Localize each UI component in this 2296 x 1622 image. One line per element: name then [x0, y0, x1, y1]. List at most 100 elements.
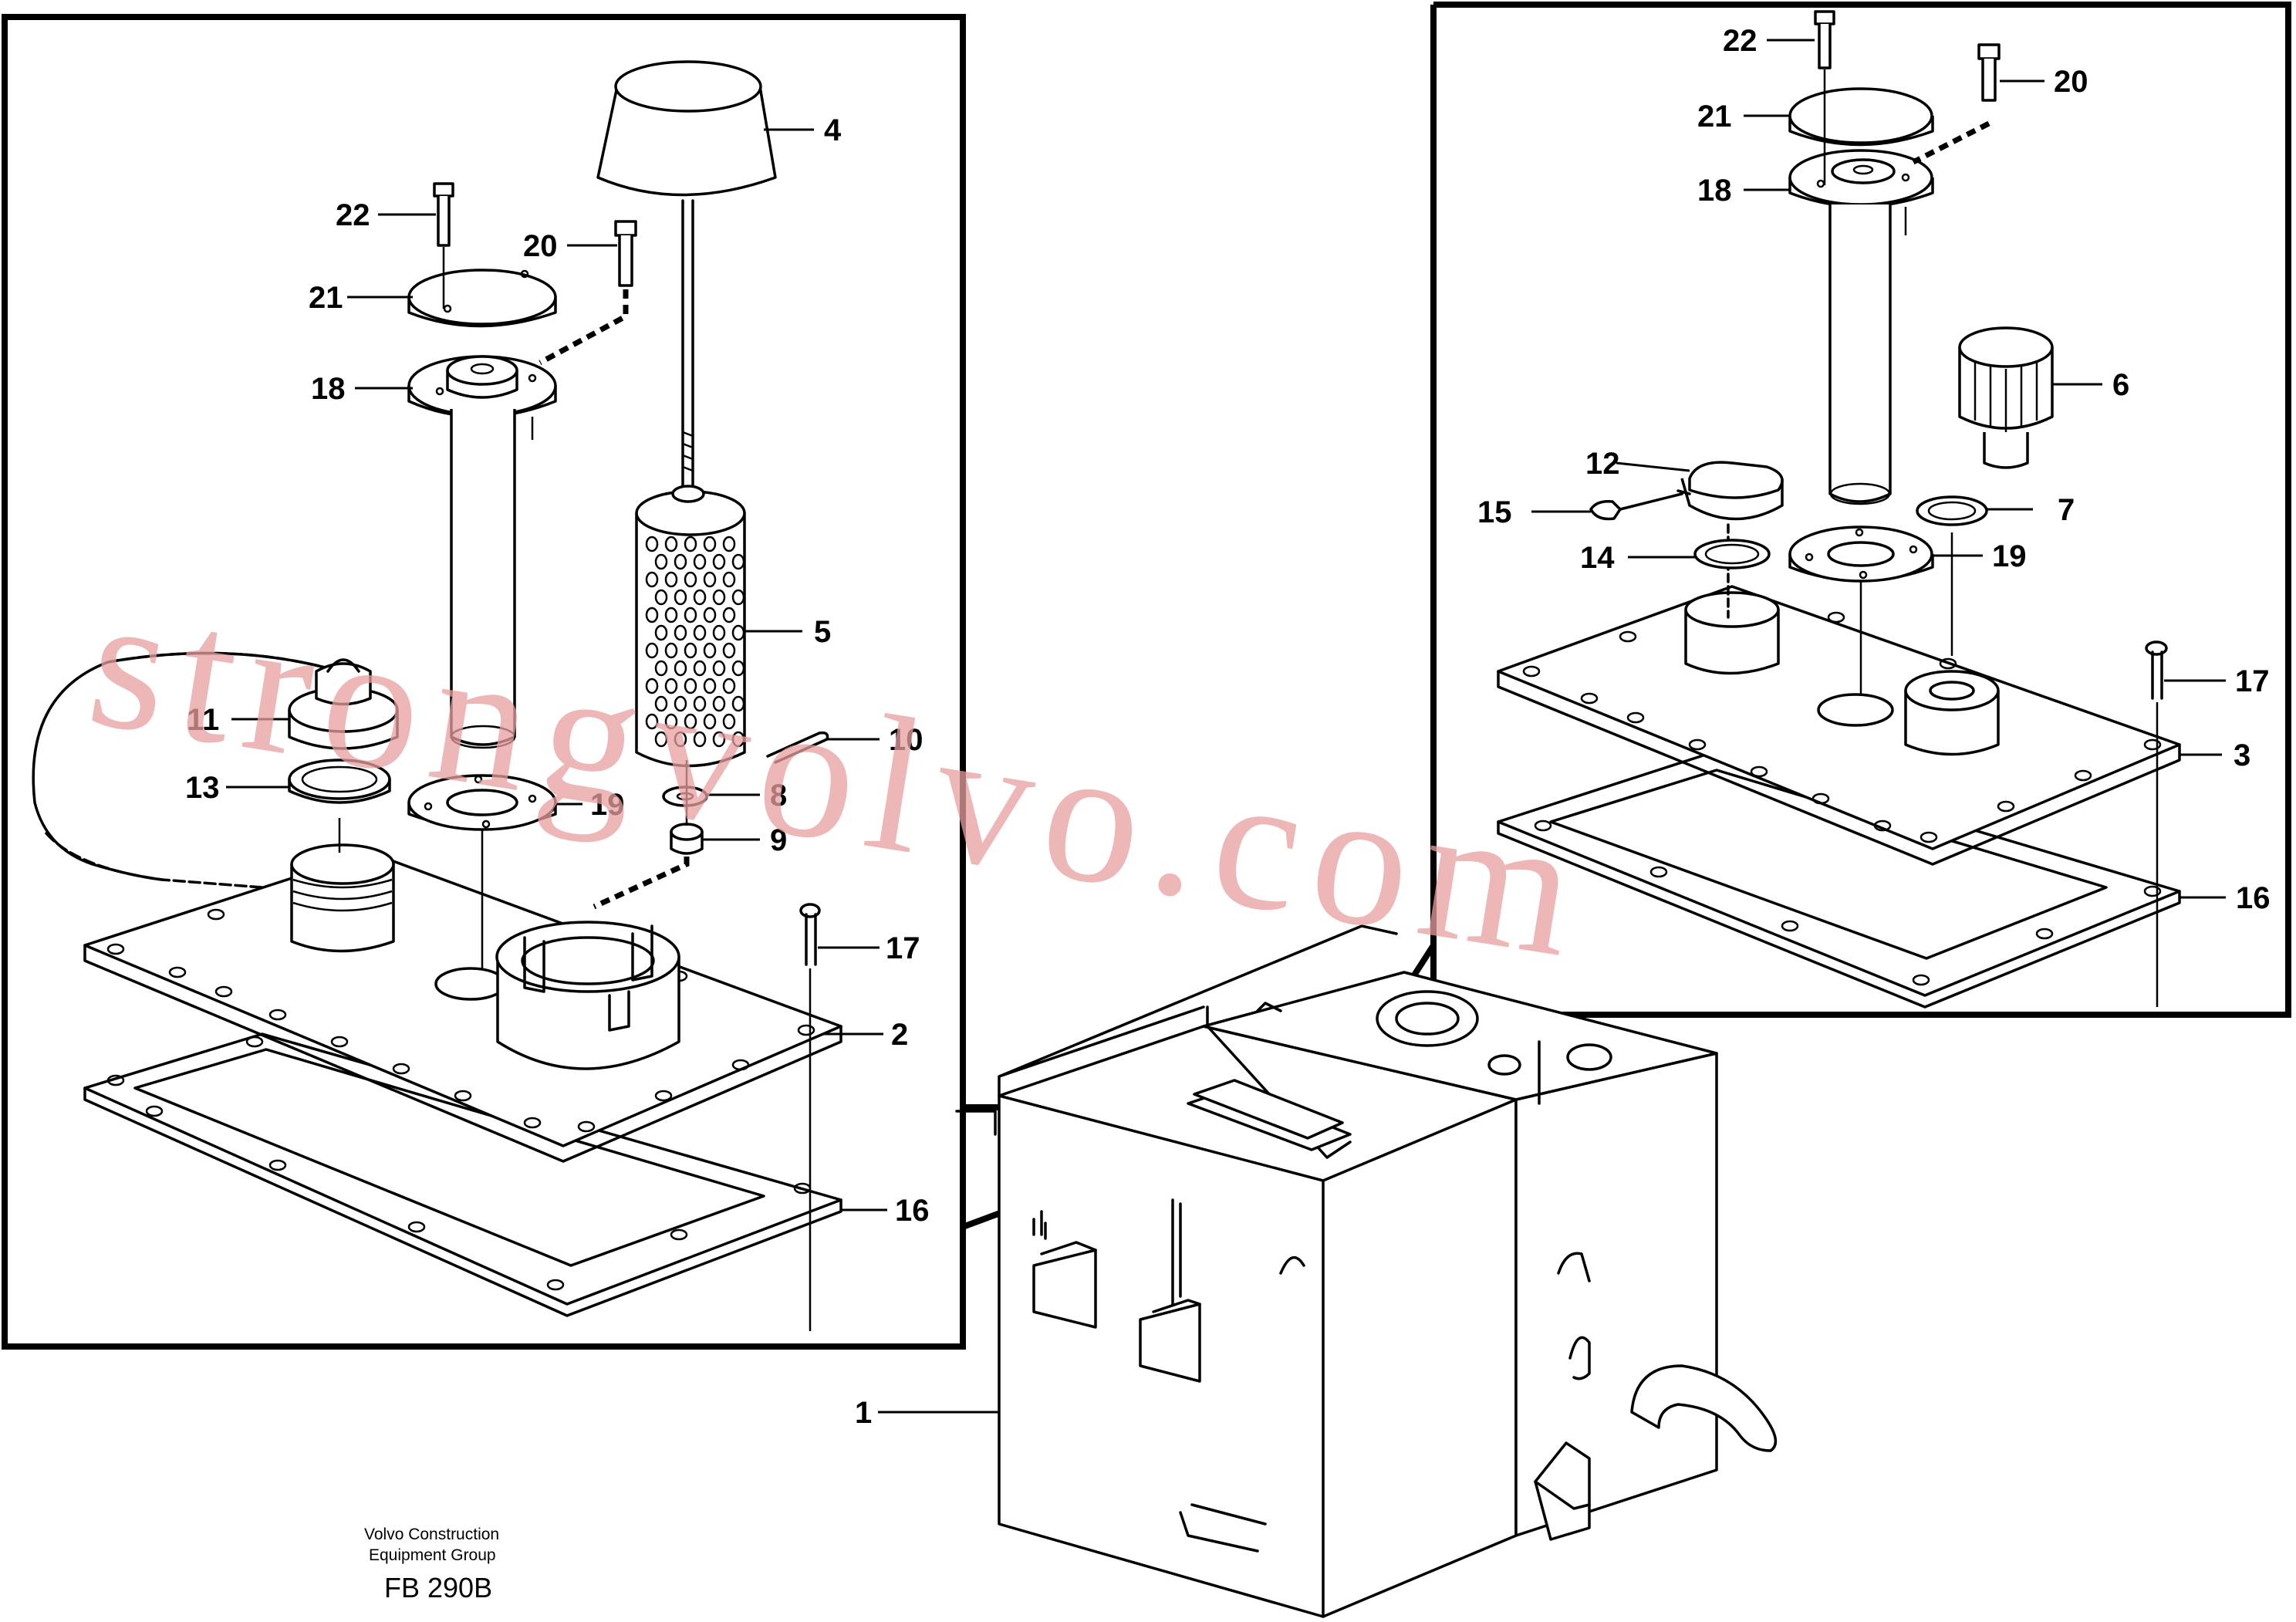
bolt-22-right	[1814, 10, 1835, 185]
filter-perforation	[654, 553, 668, 570]
callout-13: 13	[185, 771, 220, 805]
filter-perforation	[693, 553, 707, 570]
cover-21-left	[407, 269, 557, 326]
filter-perforation	[693, 660, 707, 677]
filter-perforation	[712, 731, 726, 748]
filter-perforation	[731, 695, 745, 712]
filter-perforation	[674, 695, 687, 712]
filter-perforation	[722, 571, 736, 588]
filter-perforation	[684, 713, 697, 730]
callout-16-left: 16	[895, 1194, 930, 1228]
callout-10: 10	[889, 723, 923, 757]
filter-perforation	[703, 607, 717, 623]
filter-perforation	[664, 571, 678, 588]
hydraulic-tank-1	[955, 924, 1778, 1618]
bolt-17-left	[799, 903, 821, 1331]
callout-21-left: 21	[309, 281, 343, 315]
callout-17-right: 17	[2235, 664, 2270, 698]
cap-12	[1680, 461, 1784, 521]
left-assembly	[32, 60, 842, 1331]
filter-perforation	[654, 660, 668, 677]
filter-perforation	[703, 713, 717, 730]
callout-18-right: 18	[1697, 174, 1732, 208]
filter-perforation	[731, 589, 745, 606]
seal-7	[1916, 495, 1988, 526]
filter-perforation	[731, 624, 745, 641]
right-assembly	[1497, 10, 2181, 1009]
callout-2: 2	[891, 1018, 908, 1052]
callout-18-left: 18	[311, 372, 346, 406]
filter-perforation	[674, 553, 687, 570]
filter-perforation	[693, 624, 707, 641]
filter-perforation	[693, 589, 707, 606]
callout-15: 15	[1477, 495, 1512, 529]
callout-20-right: 20	[2054, 65, 2088, 99]
callout-12: 12	[1585, 447, 1620, 481]
filter-perforation	[722, 678, 736, 694]
bolt-20-right	[1912, 43, 2001, 165]
filter-perforation	[664, 713, 678, 730]
callout-22-left: 22	[336, 198, 370, 232]
right-detail-frame	[1430, 2, 2291, 1018]
filter-perforation	[684, 607, 697, 623]
filter-perforation	[731, 660, 745, 677]
filter-perforation	[645, 713, 659, 730]
filter-perforation	[722, 642, 736, 659]
left-detail-frame	[2, 14, 966, 1350]
filter-perforation	[684, 536, 697, 552]
filter-perforation	[703, 678, 717, 694]
breather-4	[596, 60, 777, 488]
breather-6	[1958, 326, 2054, 469]
callout-16-right: 16	[2236, 881, 2271, 915]
filter-perforation	[703, 642, 717, 659]
washer-8	[662, 786, 708, 807]
company-line-2: Equipment Group	[369, 1546, 496, 1564]
callout-1: 1	[855, 1396, 872, 1430]
filter-perforation	[712, 695, 726, 712]
filter-perforation	[654, 624, 668, 641]
filter-perforation	[664, 642, 678, 659]
callout-5: 5	[814, 615, 831, 649]
callout-9: 9	[770, 823, 787, 857]
filter-perforation	[674, 589, 687, 606]
callouts: 4 22 20 21 18 5 11 10 13 19 8 9 17 2 16 …	[185, 24, 2271, 1430]
filter-perforation	[684, 678, 697, 694]
filter-perforation	[693, 695, 707, 712]
filter-element-5	[635, 485, 746, 768]
bolt-20-left	[539, 220, 637, 366]
filter-perforation	[645, 642, 659, 659]
callout-19-left: 19	[590, 788, 625, 822]
filter-perforation	[654, 695, 668, 712]
filter-perforation	[703, 571, 717, 588]
callout-8: 8	[770, 779, 787, 813]
callout-7: 7	[2058, 493, 2075, 527]
filter-perforation	[712, 660, 726, 677]
filter-perforation	[674, 731, 687, 748]
callout-19-right: 19	[1992, 539, 2027, 573]
filter-perforation	[693, 731, 707, 748]
callout-4: 4	[824, 113, 842, 147]
leader-lines	[226, 39, 2226, 1414]
filter-perforation	[684, 571, 697, 588]
bolt-17-right	[2145, 640, 2168, 1007]
callout-21-right: 21	[1697, 100, 1732, 133]
figure-code: FB 290B	[384, 1572, 492, 1603]
filter-perforation	[722, 607, 736, 623]
filter-perforation	[731, 731, 745, 748]
filter-perforation	[645, 536, 659, 552]
company-line-1: Volvo Construction	[364, 1526, 499, 1543]
bolt-22-left	[433, 182, 454, 309]
callout-17-left: 17	[886, 931, 920, 965]
callout-3: 3	[2234, 738, 2250, 772]
cover-21-right	[1788, 87, 1933, 144]
filter-perforation	[722, 713, 736, 730]
callout-22-right: 22	[1723, 24, 1757, 58]
callout-6: 6	[2112, 368, 2129, 402]
filter-perforation	[712, 589, 726, 606]
filter-perforation	[712, 553, 726, 570]
filter-perforation	[674, 624, 687, 641]
filter-perforation	[654, 589, 668, 606]
filter-perforation	[664, 678, 678, 694]
filter-perforation	[645, 571, 659, 588]
filter-perforation	[703, 536, 717, 552]
